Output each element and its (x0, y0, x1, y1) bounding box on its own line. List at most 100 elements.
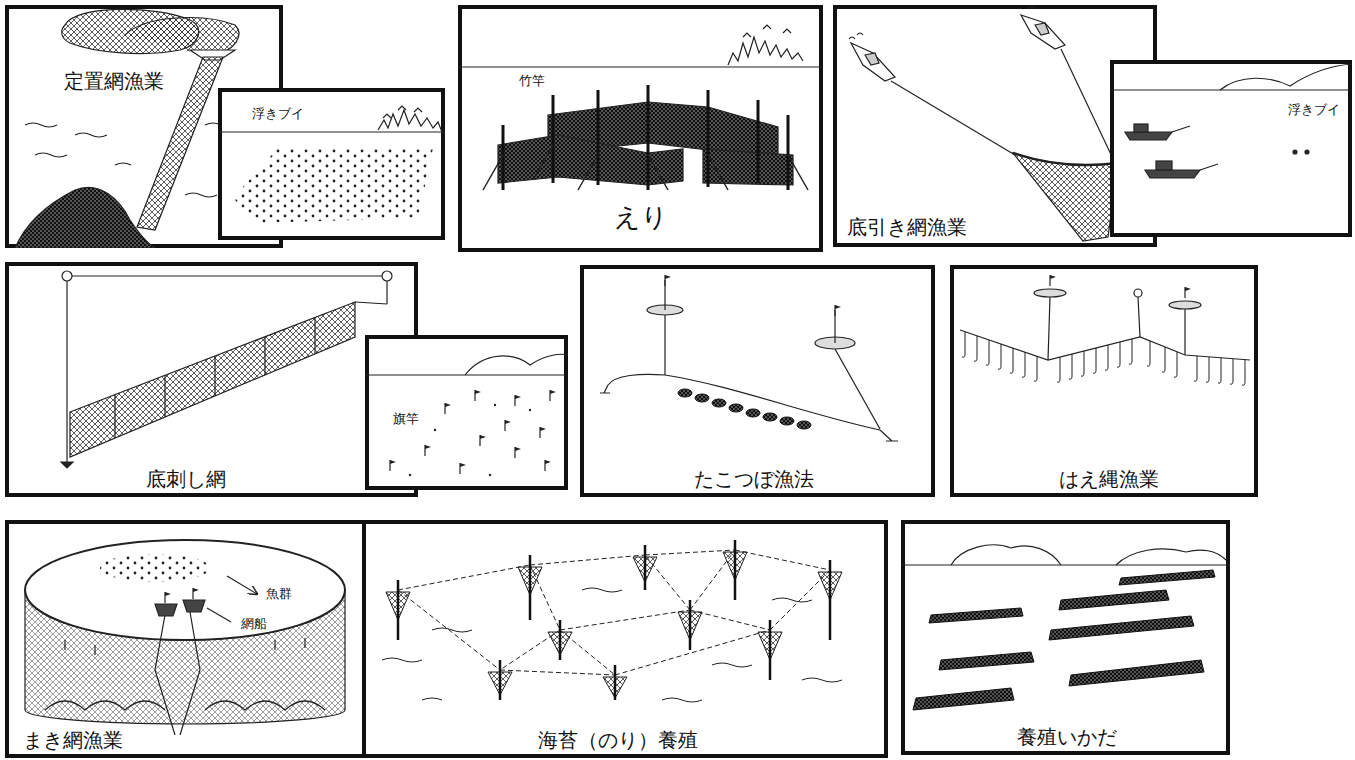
drawing-line (597, 90, 600, 185)
drawing-circle (489, 474, 491, 476)
drawing-polygon (913, 688, 1014, 710)
part-label: 網船 (239, 616, 269, 632)
drawing-use (986, 340, 989, 365)
drawing-ellipse (695, 394, 709, 402)
drawing-use (1010, 348, 1013, 373)
panel-title: えり (612, 202, 670, 233)
illustration-panel: 旗竿 (365, 335, 568, 490)
drawing-path (45, 701, 325, 710)
drawing-use (835, 305, 841, 316)
drawing-use (1185, 287, 1191, 298)
drawing-ellipse (1034, 289, 1066, 297)
drawing-ellipse (1169, 301, 1201, 309)
drawing-line (559, 620, 562, 660)
drawing-use (1034, 356, 1037, 381)
drawing-use (1174, 352, 1177, 377)
drawing-use (1057, 357, 1060, 382)
drawing-path (728, 37, 803, 65)
drawing-circle (409, 474, 411, 476)
nori-farming-drawing (362, 520, 888, 758)
drawing-line (365, 374, 568, 375)
drawing-polygon (703, 149, 793, 185)
drawing-use (1242, 360, 1245, 385)
drawing-path (772, 598, 812, 602)
illustration-panel: 魚群網船まき網漁業 (5, 520, 368, 758)
drawing-g (382, 588, 842, 702)
drawing-path (383, 106, 422, 118)
drawing-ellipse (797, 421, 811, 429)
drawing-path (1220, 64, 1352, 90)
drawing-line (264, 337, 265, 375)
drawing-path (1013, 153, 1118, 241)
drawing-path (835, 349, 880, 429)
drawing-use (550, 390, 556, 401)
drawing-line (1138, 297, 1140, 337)
drawing-use (505, 420, 511, 431)
drawing-path (880, 430, 898, 441)
drawing-polygon (498, 135, 683, 185)
drawing-line (214, 356, 215, 396)
drawing-path (582, 588, 622, 592)
drawing-path (1013, 153, 1118, 165)
illustration-panel: 海苔（のり）養殖 (362, 520, 888, 758)
drawing-polygon (1049, 616, 1194, 640)
drawing-path (600, 385, 610, 393)
drawing-use (1117, 342, 1120, 367)
drawing-line (1048, 297, 1050, 360)
drawing-g (458, 25, 823, 185)
drawing-polygon (70, 302, 355, 457)
panel-title: 底刺し網 (144, 467, 228, 491)
drawing-use (1147, 341, 1150, 366)
drawing-line (1061, 49, 1115, 163)
drawing-use (1022, 352, 1025, 377)
drawing-path (15, 187, 155, 248)
panel-title: 海苔（のり）養殖 (536, 728, 700, 752)
drawing-use (1050, 275, 1056, 286)
drawing-use (998, 344, 1001, 369)
drawing-line (644, 545, 647, 590)
drawing-path (849, 33, 863, 39)
drawing-use (515, 395, 521, 406)
drawing-use (962, 332, 965, 357)
drawing-path (802, 678, 842, 682)
drawing-use (1194, 356, 1197, 381)
drawing-line (66, 281, 67, 462)
drawing-g (398, 540, 830, 700)
drawing-g (960, 289, 1250, 360)
drawing-line (397, 580, 400, 640)
illustration-panel: 底刺し網 (5, 262, 418, 497)
drawing-use (974, 336, 977, 361)
drawing-path (465, 354, 568, 375)
drawing-path (662, 698, 702, 702)
drawing-path (25, 540, 345, 590)
trawl-drawing (833, 5, 1157, 247)
drawing-line (114, 395, 115, 438)
illustration-panel: 養殖いかだ (901, 520, 1230, 755)
drawing-use (1162, 347, 1165, 372)
illustration-panel: 浮きブイ (218, 88, 445, 240)
drawing-path (115, 163, 131, 165)
octopus-pot-drawing (580, 265, 935, 497)
drawing-circle (382, 271, 392, 281)
drawing-line (757, 100, 760, 183)
drawing-rect (1156, 161, 1172, 170)
part-label: 竹竿 (517, 73, 547, 89)
drawing-path (1145, 170, 1200, 178)
drawing-line (533, 145, 553, 180)
drawing-ellipse (780, 417, 794, 425)
drawing-path (1125, 132, 1172, 140)
longline-drawing (950, 265, 1258, 497)
drawing-use (165, 592, 171, 603)
gillnet-drawing (5, 262, 418, 497)
drawing-line (530, 555, 645, 565)
drawing-use (445, 403, 451, 414)
drawing-path (608, 374, 880, 430)
panel-title: 底引き網漁業 (845, 215, 969, 239)
drawing-g (503, 85, 788, 190)
drawing-line (645, 550, 735, 555)
drawing-circle (1293, 150, 1297, 154)
drawing-g (483, 145, 808, 190)
drawing-use (1093, 348, 1096, 373)
drawing-use (1218, 358, 1221, 383)
drawing-use (475, 390, 481, 401)
